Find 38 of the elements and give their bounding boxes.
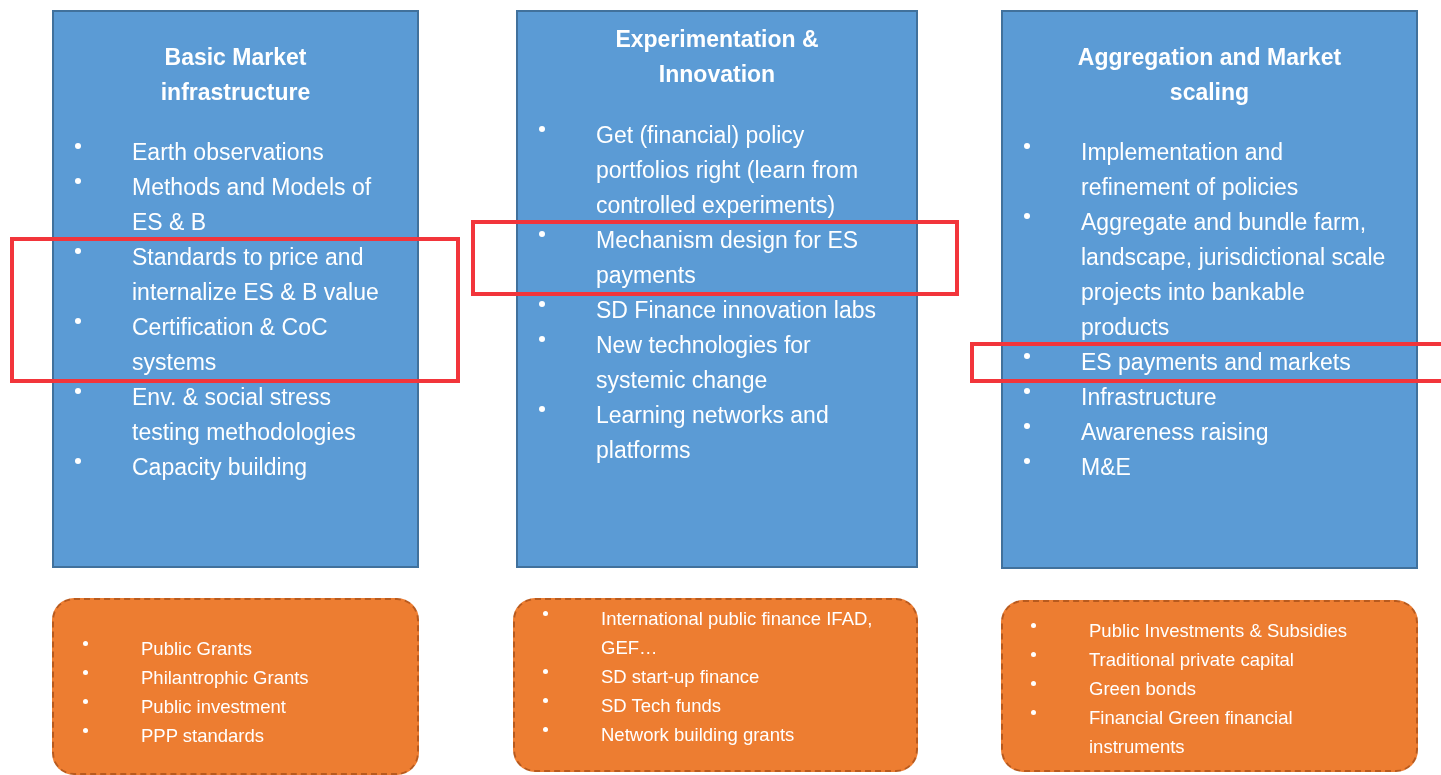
funding-box	[52, 598, 419, 775]
category-panel	[52, 10, 419, 568]
funding-box	[1001, 600, 1418, 772]
bullet-item: Certification & CoC systems	[132, 314, 328, 375]
bullet-item: Capacity building	[132, 454, 308, 480]
bullet-item: ES payments and markets	[1081, 349, 1351, 375]
funding-box	[513, 598, 918, 772]
bullet-item: Awareness raising	[1081, 419, 1269, 445]
bullet-item: Methods and Models of ES & B	[132, 174, 372, 235]
bullet-item: Green bonds	[1089, 678, 1196, 699]
bullet-item: Network building grants	[601, 724, 795, 745]
bullet-item: Standards to price and internalize ES & B value	[132, 244, 379, 305]
bullet-item: Public Grants	[141, 638, 253, 659]
bullet-item: Env. & social stress testing methodologies	[132, 384, 356, 445]
bullet-item: Get (financial) policy portfolios right (learn from controlled experiments)	[596, 122, 859, 218]
panel-heading: Aggregation and Market scaling	[1076, 43, 1343, 107]
bullet-item: SD Finance innovation labs	[596, 297, 876, 323]
category-panel	[516, 10, 918, 568]
bullet-item: New technologies for systemic change	[596, 332, 811, 393]
bullet-item: Implementation and refinement of policies	[1081, 139, 1299, 200]
bullet-item: PPP standards	[141, 725, 265, 746]
bullet-item: Learning networks and platforms	[596, 402, 829, 463]
bullet-item: M&E	[1081, 454, 1131, 480]
bullet-item: Traditional private capital	[1089, 649, 1294, 670]
bullet-item: Financial Green financial instruments	[1089, 707, 1293, 757]
bullet-item: SD start-up finance	[601, 666, 760, 687]
bullet-item: Philantrophic Grants	[141, 667, 309, 688]
bullet-item: International public finance IFAD, GEF…	[601, 608, 873, 658]
bullet-item: Earth observations	[132, 139, 324, 165]
bullet-item: Mechanism design for ES payments	[596, 227, 859, 288]
bullet-item: Infrastructure	[1081, 384, 1217, 410]
panel-heading: Experimentation & Innovation	[614, 25, 820, 89]
category-panel	[1001, 10, 1418, 569]
bullet-item: SD Tech funds	[601, 695, 721, 716]
bullet-item: Aggregate and bundle farm, landscape, jurisdictional scale projects into bankable products	[1081, 209, 1386, 340]
bullet-item: Public investment	[141, 696, 286, 717]
panel-heading: Basic Market infrastructure	[159, 43, 312, 107]
bullet-item: Public Investments & Subsidies	[1089, 620, 1348, 641]
